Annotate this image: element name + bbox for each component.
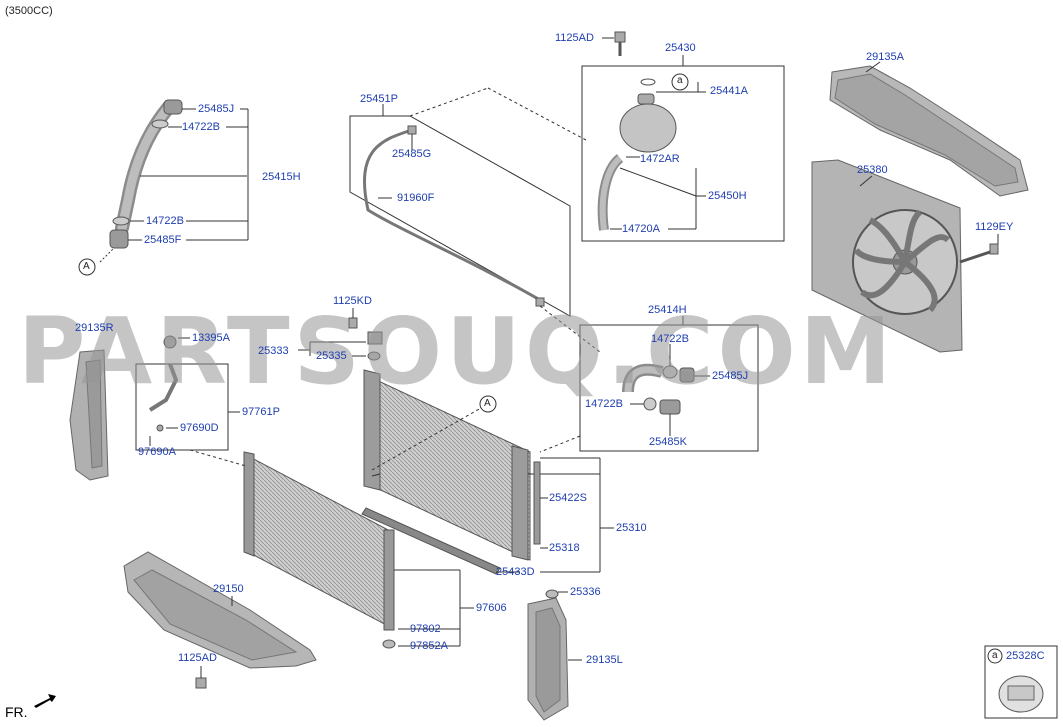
part-29135L[interactable]: 29135L — [586, 654, 623, 666]
upper-hose-group — [99, 99, 249, 263]
part-97690A[interactable]: 97690A — [138, 446, 176, 458]
part-25430[interactable]: 25430 — [665, 42, 696, 54]
radiator-part — [361, 369, 614, 575]
part-91960F[interactable]: 91960F — [397, 192, 435, 204]
part-25441A[interactable]: 25441A — [710, 85, 748, 97]
condenser-part — [243, 451, 474, 649]
part-29135A[interactable]: 29135A — [866, 51, 904, 63]
overflow-hose-group — [349, 87, 601, 353]
part-25433D[interactable]: 25433D — [496, 566, 535, 578]
part-97852A[interactable]: 97852A — [410, 640, 448, 652]
callout-A-left: A — [83, 261, 90, 272]
part-25485F[interactable]: 25485F — [144, 234, 182, 246]
part-25450H[interactable]: 25450H — [708, 190, 747, 202]
watermark: PARTSOUQ.COM — [18, 298, 896, 405]
engine-spec: (3500CC) — [5, 5, 53, 17]
part-25333[interactable]: 25333 — [258, 345, 289, 357]
part-25485G[interactable]: 25485G — [392, 148, 432, 160]
side-shroud-left — [527, 589, 582, 721]
part-97761P[interactable]: 97761P — [242, 406, 280, 418]
lower-hose-group — [539, 316, 759, 453]
air-guard-part — [123, 551, 317, 689]
part-14722B-right[interactable]: 14722B — [651, 333, 689, 345]
part-1125AD-bottom[interactable]: 1125AD — [178, 652, 217, 664]
part-97606[interactable]: 97606 — [476, 602, 507, 614]
part-97690D[interactable]: 97690D — [180, 422, 219, 434]
shroud-top-part — [829, 61, 1029, 197]
part-1129EY[interactable]: 1129EY — [975, 221, 1014, 233]
front-arrow-icon — [34, 694, 56, 708]
part-14722B-right-lower[interactable]: 14722B — [585, 398, 623, 410]
front-direction-label: FR. — [5, 704, 28, 720]
part-13395A[interactable]: 13395A — [192, 332, 230, 344]
part-25485K[interactable]: 25485K — [649, 436, 687, 448]
part-25310[interactable]: 25310 — [616, 522, 647, 534]
bracket-group — [135, 335, 247, 467]
fan-shroud-part — [811, 159, 999, 353]
part-97802[interactable]: 97802 — [410, 623, 441, 635]
part-14720A[interactable]: 14720A — [622, 223, 660, 235]
part-25380[interactable]: 25380 — [857, 164, 888, 176]
part-25485J-right[interactable]: 25485J — [712, 370, 749, 382]
legend-box-25328C — [984, 645, 1058, 719]
part-25451P[interactable]: 25451P — [360, 93, 398, 105]
side-shroud-right — [69, 349, 109, 481]
part-25336[interactable]: 25336 — [570, 586, 601, 598]
part-29135R[interactable]: 29135R — [75, 322, 114, 334]
part-1472AR[interactable]: 1472AR — [640, 153, 680, 165]
part-29150[interactable]: 29150 — [213, 583, 244, 595]
part-14722B-mid[interactable]: 14722B — [146, 215, 184, 227]
part-1125AD-top[interactable]: 1125AD — [555, 32, 594, 44]
part-25485J-top[interactable]: 25485J — [198, 103, 235, 115]
callout-circles — [78, 73, 1003, 664]
part-25422S[interactable]: 25422S — [549, 492, 587, 504]
part-25328C[interactable]: 25328C — [1006, 650, 1045, 662]
part-25415H[interactable]: 25415H — [262, 171, 301, 183]
part-14722B-top[interactable]: 14722B — [182, 121, 220, 133]
radiator-mounts — [298, 308, 383, 361]
part-1125KD[interactable]: 1125KD — [333, 295, 372, 307]
reservoir-group — [487, 31, 785, 242]
callout-a-reservoir: a — [677, 75, 683, 86]
callout-A-center: A — [484, 398, 491, 409]
callout-a-legend: a — [992, 650, 998, 661]
part-25414H[interactable]: 25414H — [648, 304, 687, 316]
part-25335[interactable]: 25335 — [316, 350, 347, 362]
part-25318[interactable]: 25318 — [549, 542, 580, 554]
